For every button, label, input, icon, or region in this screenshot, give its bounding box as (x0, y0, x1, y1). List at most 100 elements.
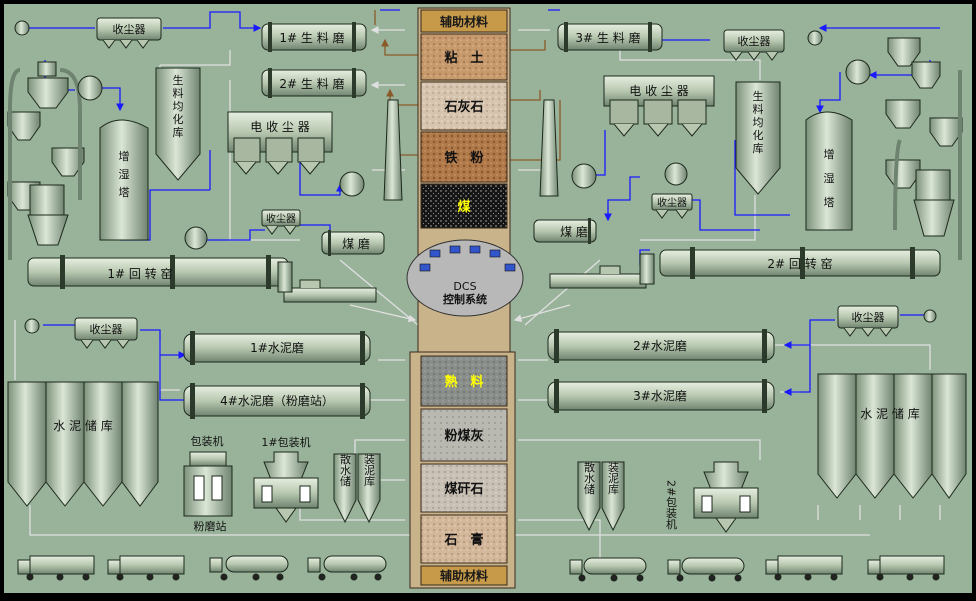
cooler-left (277, 261, 377, 303)
tanker-3 (569, 557, 647, 582)
dcs-control-system: DCS 控制系统 (406, 239, 524, 317)
fly-ash-label: 粉煤灰 (444, 428, 483, 444)
packer-1 (253, 451, 319, 523)
clinker-label: 熟 料 (444, 374, 483, 390)
limestone-label: 石灰石 (443, 99, 483, 115)
aux-material-bottom-bin (420, 565, 508, 586)
svg-text:增: 增 (119, 149, 130, 163)
chimney-right (539, 99, 559, 197)
fly-ash-bin (420, 408, 508, 462)
preheater-tower-left (7, 61, 85, 260)
bulk-silos-right (577, 461, 625, 532)
raw-mill-1-label: 1# 生 料 磨 (279, 31, 344, 45)
cement-mill-4: 4#水泥磨（粉磨站） (183, 383, 371, 419)
cement-mill-2-label: 2#水泥磨 (633, 339, 687, 353)
packer-label: 包装机 (191, 434, 224, 448)
kiln-2-label: 2# 回 转 窑 (767, 256, 832, 271)
dust-collector-label: 收尘器 (113, 22, 146, 36)
clay-bin (420, 33, 508, 81)
rotary-kiln-1: 1# 回 转 窑 (27, 255, 289, 289)
coal-bin (420, 183, 508, 229)
dcs-ellipse (406, 239, 524, 317)
packer-2 (693, 461, 759, 533)
fan-icon (845, 59, 871, 85)
truck-1 (17, 555, 95, 581)
fan-icon (664, 162, 688, 186)
clay-label: 粘 土 (443, 50, 483, 66)
svg-text:收尘器: 收尘器 (852, 310, 885, 324)
iron-ore-label: 铁 粉 (443, 150, 483, 166)
coal-mill-right: 煤 磨 (533, 218, 597, 244)
preheater-tower-right (885, 37, 963, 260)
coal-gangue-label: 煤矸石 (444, 481, 483, 497)
fan-icon (339, 171, 365, 197)
raw-homog-silo-right: 生料均化库 (735, 81, 781, 195)
fan-icon (24, 318, 40, 334)
fan-icon (14, 20, 30, 36)
humid-tower-right: 增 湿 塔 (805, 111, 853, 231)
dcs-label-line2: 控制系统 (443, 292, 487, 306)
bulk-silo-left-a: 散水储 (339, 452, 352, 486)
coal-mill-left-label: 煤 磨 (342, 237, 370, 251)
raw-homog-silo-left: 生料均化库 (155, 67, 201, 181)
raw-mill-2-label: 2# 生 料 磨 (279, 77, 344, 91)
esp-right-label: 电 收 尘 器 (629, 84, 688, 98)
packer-2-label: 2#包装机 (665, 480, 678, 529)
truck-4 (867, 555, 945, 581)
cooler-right (549, 253, 655, 289)
svg-text:收尘器: 收尘器 (90, 322, 123, 336)
coal-dust-collector-left: 收尘器 (261, 209, 301, 235)
svg-text:湿: 湿 (119, 168, 130, 181)
iron-ore-bin (420, 131, 508, 183)
dcs-label-line1: DCS (453, 280, 476, 293)
cement-mill-4-label: 4#水泥磨（粉磨站） (220, 394, 334, 408)
fan-icon (77, 75, 103, 101)
dust-collector-top-right: 收尘器 (723, 29, 785, 61)
rotary-kiln-2: 2# 回 转 窑 (659, 247, 941, 279)
kiln-1-label: 1# 回 转 窑 (107, 266, 172, 281)
cement-silos-left: 水 泥 储 库 (7, 381, 159, 507)
esp-left: 电 收 尘 器 (227, 111, 333, 175)
fan-icon (184, 226, 208, 250)
svg-text:塔: 塔 (824, 196, 835, 209)
chimney-left (383, 99, 403, 201)
raw-mill-3: 3# 生 料 磨 (557, 22, 663, 52)
dcs-computer-icons (419, 245, 516, 272)
fan-icon (807, 30, 823, 46)
tanker-4 (667, 557, 745, 582)
fan-icon (571, 163, 597, 189)
humid-tower-left: 增 湿 塔 (99, 119, 149, 241)
coal-mill-left: 煤 磨 (321, 230, 385, 256)
svg-text:生料均化库: 生料均化库 (753, 89, 764, 155)
cement-mill-1: 1#水泥磨 (183, 331, 371, 365)
bulk-silo-right-b: 装泥库 (607, 461, 620, 495)
svg-text:湿: 湿 (824, 172, 835, 185)
limestone-bin (420, 81, 508, 131)
raw-mill-3-label: 3# 生 料 磨 (575, 31, 640, 45)
dust-collector-mid-right: 收尘器 (837, 305, 899, 337)
cement-silos-right: 水 泥 储 库 (817, 373, 967, 499)
cement-silo-left-label: 水 泥 储 库 (53, 418, 112, 433)
coal-gangue-bin (420, 463, 508, 513)
aux-material-top-bin (420, 9, 508, 33)
packer-grinding-station (183, 451, 233, 517)
aux-material-bottom-label: 辅助材料 (440, 568, 488, 583)
svg-text:收尘器: 收尘器 (657, 196, 687, 209)
trucks (17, 555, 945, 582)
bulk-silo-right-a: 散水储 (583, 460, 596, 494)
svg-text:收尘器: 收尘器 (738, 34, 771, 48)
svg-text:增: 增 (824, 147, 835, 161)
clinker-bin (420, 355, 508, 407)
svg-text:收尘器: 收尘器 (266, 212, 296, 225)
gypsum-bin (420, 514, 508, 564)
fan-icon (923, 309, 937, 323)
cement-silo-right-label: 水 泥 储 库 (860, 406, 919, 421)
raw-mill-1: 1# 生 料 磨 (261, 22, 367, 52)
grinding-station-label: 粉磨站 (194, 519, 227, 533)
esp-left-label: 电 收 尘 器 (250, 120, 309, 134)
truck-2 (107, 555, 185, 581)
raw-homog-label: 生料均化库 (173, 73, 184, 139)
gypsum-label: 石 膏 (443, 532, 483, 548)
cement-mill-1-label: 1#水泥磨 (250, 341, 304, 355)
